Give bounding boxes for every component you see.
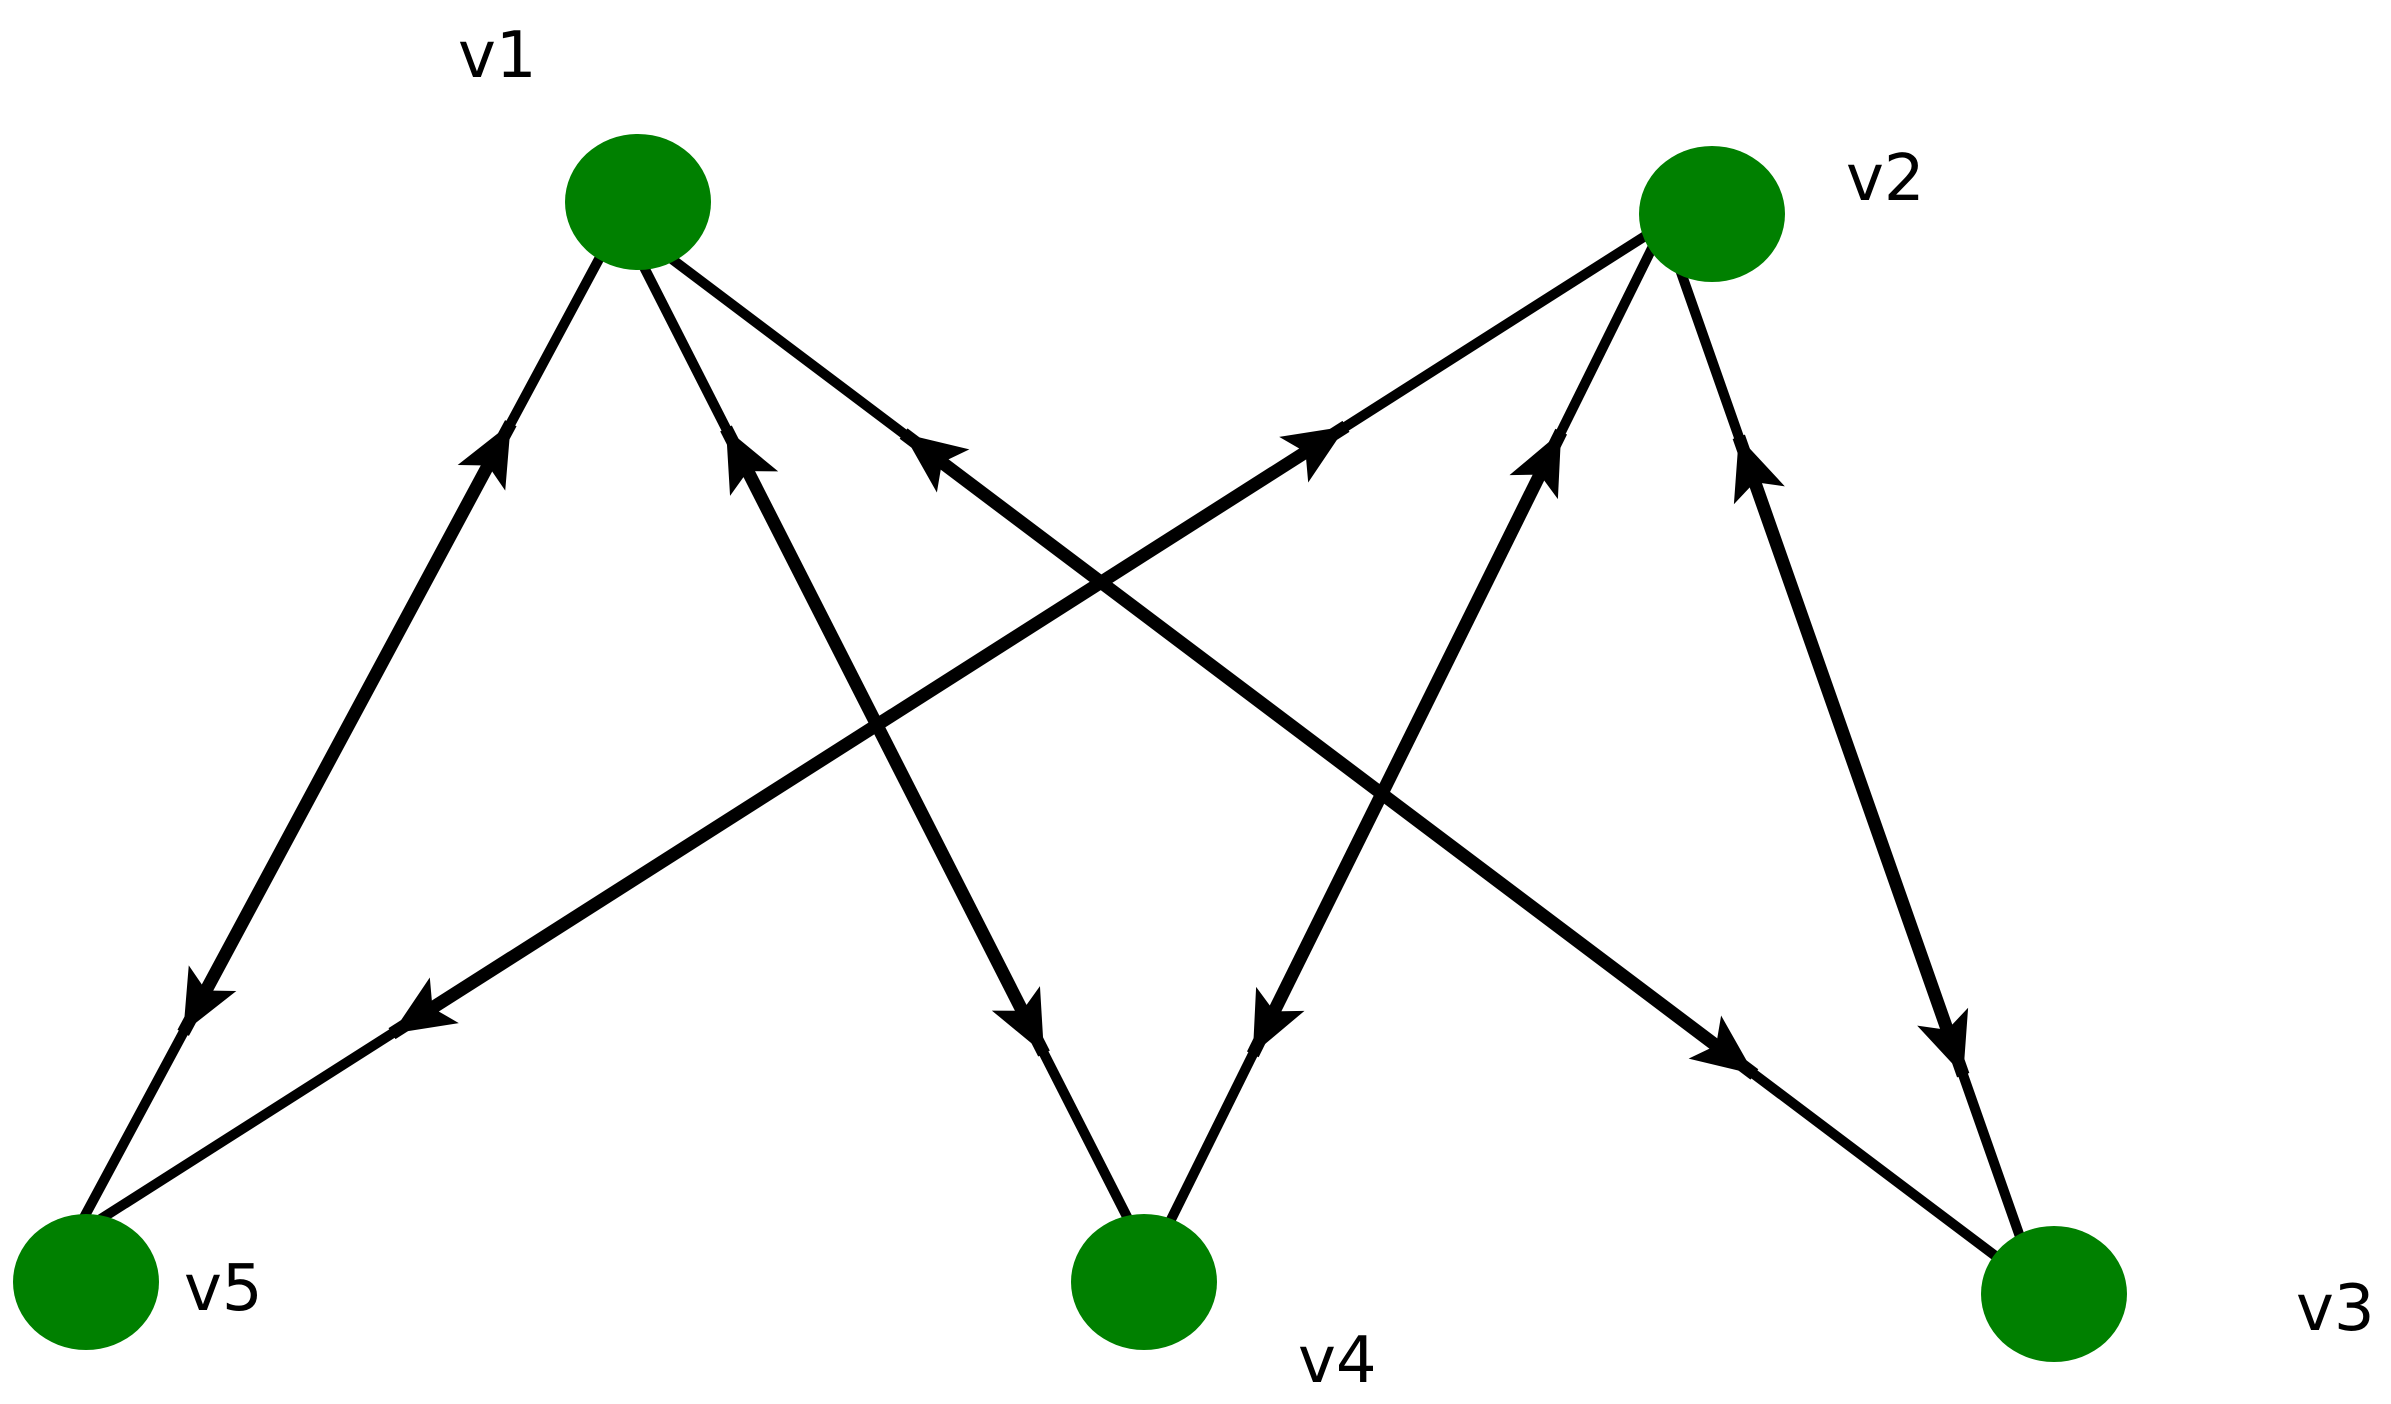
arrowhead-v1-to-v4 [991,986,1044,1054]
arrowhead-v1-to-v3 [1688,1015,1755,1075]
edges-layer [69,216,2043,1292]
arrowhead-v1-to-v5 [183,965,237,1033]
edge-shaft-v2-v3 [1732,434,1970,1078]
edge-shaft-v1-v5 [177,420,517,1036]
node-label-v2: v2 [1846,142,1925,216]
node-v5 [13,1214,159,1350]
node-v2 [1639,146,1785,282]
labels-layer: v1 v2 v3 v4 v5 [184,19,2375,1398]
node-label-v5: v5 [184,1252,263,1326]
arrowhead-v3-to-v2 [1733,436,1785,505]
arrowhead-v5-to-v2 [1279,426,1346,483]
nodes-layer [13,134,2127,1362]
arrowhead-v2-to-v3 [1917,1007,1969,1076]
node-label-v1: v1 [458,19,537,93]
edge-shaft-v2-v4 [1246,428,1568,1058]
edge-shaft-v1-v3 [899,428,1759,1080]
edge-shaft-v2-v5 [388,420,1350,1040]
node-v3 [1981,1226,2127,1362]
node-v1 [565,134,711,270]
edge-shaft-v1-v4 [720,425,1050,1057]
arrowhead-v2-to-v5 [392,977,459,1034]
arrowhead-v4-to-v2 [1509,431,1562,500]
node-label-v4: v4 [1298,1324,1377,1398]
arrowhead-v4-to-v1 [726,428,779,496]
arrowhead-v3-to-v1 [903,433,970,493]
node-label-v3: v3 [2296,1272,2375,1346]
node-v4 [1071,1214,1217,1350]
arrowhead-v2-to-v4 [1252,986,1305,1055]
arrowhead-v5-to-v1 [457,423,511,491]
